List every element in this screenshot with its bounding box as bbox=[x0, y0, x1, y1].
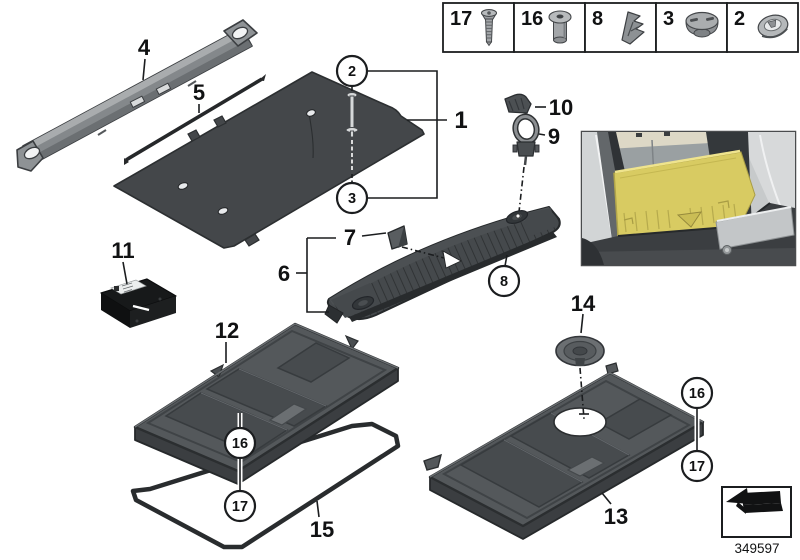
callout-12[interactable]: 12 bbox=[215, 318, 239, 343]
callout-16-left[interactable]: 16 bbox=[223, 426, 257, 460]
callout-4[interactable]: 4 bbox=[138, 35, 151, 60]
part-6-sill-trim-panel[interactable] bbox=[324, 206, 561, 324]
grommet-icon bbox=[757, 14, 789, 39]
callout-6[interactable]: 6 bbox=[278, 261, 290, 286]
part-10-cover-cap[interactable] bbox=[504, 93, 532, 114]
highlighted-floor-mat bbox=[613, 149, 756, 237]
expansion-rivet-pin bbox=[345, 87, 359, 182]
callout-17-left[interactable]: 17 bbox=[223, 489, 257, 523]
legend-number: 2 bbox=[734, 8, 745, 30]
legend-cell-8[interactable]: 8 bbox=[584, 2, 657, 53]
callout-10[interactable]: 10 bbox=[549, 95, 573, 120]
callout-2[interactable]: 2 bbox=[335, 54, 369, 88]
callout-15[interactable]: 15 bbox=[310, 517, 334, 542]
svg-text:2: 2 bbox=[348, 64, 356, 80]
blind-plug-icon bbox=[685, 11, 719, 38]
fastener-legend: 17 16 8 bbox=[442, 2, 799, 53]
svg-text:17: 17 bbox=[689, 459, 705, 475]
part-11-module-box[interactable] bbox=[100, 278, 177, 328]
callout-1[interactable]: 1 bbox=[454, 107, 467, 134]
callout-8[interactable]: 8 bbox=[487, 264, 521, 298]
svg-text:16: 16 bbox=[689, 386, 705, 402]
callout-13[interactable]: 13 bbox=[604, 504, 628, 529]
legend-number: 8 bbox=[592, 8, 603, 30]
callout-5[interactable]: 5 bbox=[193, 80, 205, 105]
part-7-wedge-insert[interactable] bbox=[387, 225, 408, 250]
trunk-photo-inset bbox=[580, 130, 797, 267]
svg-text:8: 8 bbox=[500, 274, 508, 290]
direction-indicator-box bbox=[721, 486, 792, 538]
part-5-trim-strip[interactable] bbox=[124, 74, 266, 165]
callout-17-right[interactable]: 17 bbox=[680, 449, 714, 483]
leader-dashdot-14 bbox=[579, 367, 589, 420]
svg-text:3: 3 bbox=[348, 191, 356, 207]
callout-11[interactable]: 11 bbox=[111, 238, 134, 263]
callout-16-right[interactable]: 16 bbox=[680, 376, 714, 410]
legend-cell-16[interactable]: 16 bbox=[513, 2, 586, 53]
leader-dashdot-9 bbox=[518, 166, 525, 213]
part-15-gasket[interactable] bbox=[130, 421, 401, 550]
callout-14[interactable]: 14 bbox=[571, 291, 596, 316]
callout-7[interactable]: 7 bbox=[344, 225, 356, 250]
legend-number: 17 bbox=[450, 8, 472, 30]
callout-3[interactable]: 3 bbox=[335, 181, 369, 215]
part-9-lashing-eye[interactable] bbox=[512, 113, 540, 166]
legend-cell-3[interactable]: 3 bbox=[655, 2, 728, 53]
part-12-floor-panel[interactable] bbox=[133, 322, 400, 485]
part-13-floor-panel[interactable] bbox=[423, 362, 705, 540]
callout-9[interactable]: 9 bbox=[548, 124, 560, 149]
legend-cell-2[interactable]: 2 bbox=[726, 2, 799, 53]
svg-text:17: 17 bbox=[232, 499, 248, 515]
threaded-sleeve-icon bbox=[548, 10, 572, 44]
svg-text:16: 16 bbox=[232, 436, 248, 452]
part-4-mounting-rail[interactable] bbox=[16, 19, 258, 172]
arrow-direction-icon bbox=[726, 488, 783, 514]
leader-dashdot-7 bbox=[401, 246, 462, 269]
legend-number: 16 bbox=[521, 8, 543, 30]
legend-number: 3 bbox=[663, 8, 674, 30]
part-14-round-cover[interactable] bbox=[555, 335, 605, 367]
legend-cell-17[interactable]: 17 bbox=[442, 2, 515, 53]
countersunk-screw-icon bbox=[480, 9, 498, 47]
spring-clip-icon bbox=[621, 11, 645, 45]
part-1-floor-mat[interactable] bbox=[113, 71, 425, 249]
diagram-number: 349597 bbox=[734, 541, 779, 556]
